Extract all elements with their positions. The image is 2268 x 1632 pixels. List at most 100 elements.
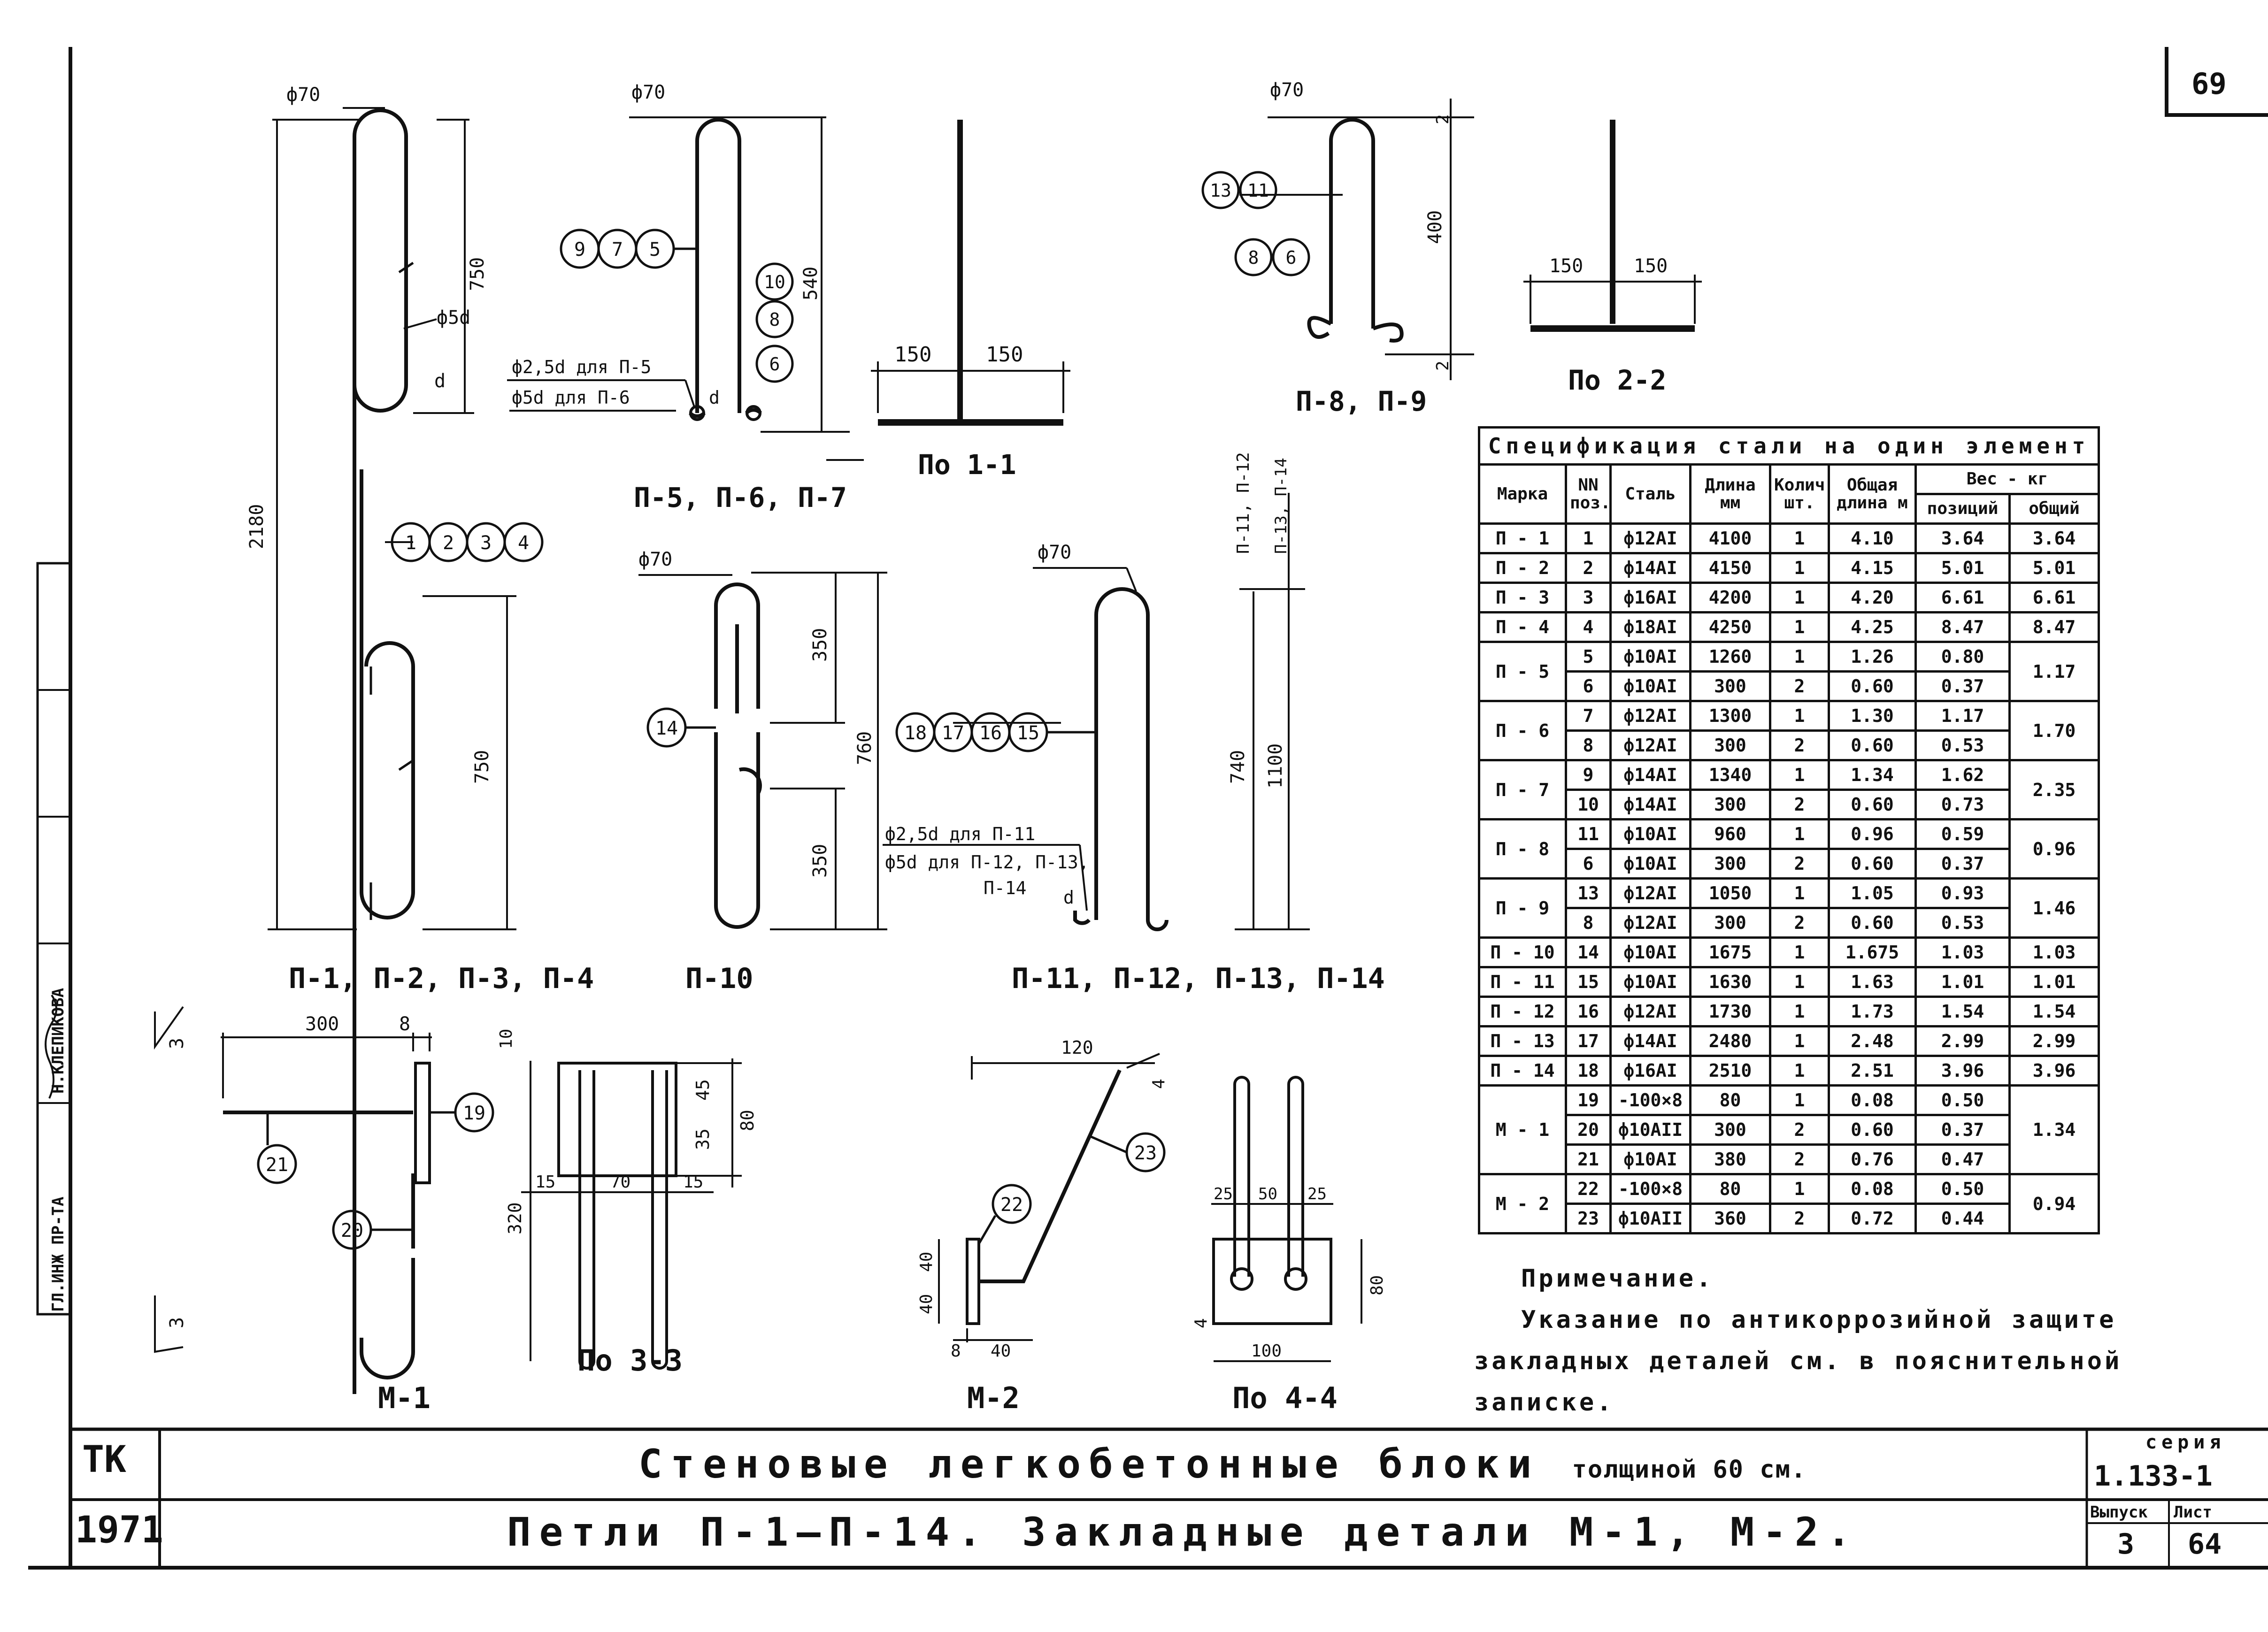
spec-quantity: 1: [1769, 936, 1830, 968]
spec-steel: ф14АI: [1609, 552, 1691, 584]
m2-dim-40a: 40: [917, 1252, 936, 1272]
spec-mark: П - 3: [1478, 582, 1567, 613]
spec-weight-position: 0.59: [1914, 818, 2011, 850]
p1-balloons: [391, 522, 544, 562]
spec-quantity: 1: [1769, 996, 1830, 1027]
spec-weight-total: 8.47: [2008, 611, 2100, 643]
section-4-4-drawing: [1211, 1076, 1362, 1362]
embed-m2-drawing: [966, 1069, 1122, 1325]
spec-quantity: 1: [1769, 759, 1830, 791]
spec-total-length: 0.76: [1828, 1143, 1917, 1175]
embed-m1-dimensions: [154, 1006, 432, 1353]
spec-steel: ф10АI: [1609, 641, 1691, 673]
spec-mark: П - 5: [1478, 641, 1567, 702]
spec-position: 19: [1565, 1084, 1612, 1116]
spec-quantity: 2: [1769, 1143, 1830, 1175]
p11-note-1: ф2,5d для П-11: [885, 824, 1035, 844]
spec-weight-total: 1.54: [2008, 996, 2100, 1027]
p11-note-3: П-14: [984, 878, 1027, 898]
spec-position: 2: [1565, 552, 1612, 584]
spec-length: 300: [1689, 848, 1771, 880]
spec-quantity: 1: [1769, 877, 1830, 909]
spec-mark: П - 10: [1478, 936, 1567, 968]
spec-steel: ф10АI: [1609, 818, 1691, 850]
spec-position: 15: [1565, 966, 1612, 998]
p8-balloon-11: 11: [1247, 180, 1269, 201]
spec-quantity: 2: [1769, 1114, 1830, 1146]
spec-length: 80: [1689, 1084, 1771, 1116]
p11-note-2: ф5d для П-12, П-13,: [885, 852, 1089, 873]
spec-length: 4200: [1689, 582, 1771, 613]
section-2-2-dim-left: 150: [1549, 255, 1583, 277]
spec-weight-position: 0.80: [1914, 641, 2011, 673]
title-block-subtitle: Петли П-1—П-14. Закладные детали М-1, М-…: [507, 1509, 1860, 1555]
spec-mark: П - 14: [1478, 1055, 1567, 1087]
spec-weight-position: 0.37: [1914, 670, 2011, 702]
spec-total-length: 0.60: [1828, 729, 1917, 761]
spec-position: 20: [1565, 1114, 1612, 1146]
spec-length: 300: [1689, 1114, 1771, 1146]
note-block: Примечание. Указание по антикоррозийной …: [1474, 1258, 2178, 1423]
spec-steel: ф12АI: [1609, 522, 1691, 554]
spec-total-length: 1.73: [1828, 996, 1917, 1027]
p1-dim-total: 2180: [246, 504, 268, 549]
main-title: Стеновые легкобетонные блоки: [638, 1441, 1540, 1487]
spec-position: 9: [1565, 759, 1612, 791]
spec-position: 8: [1565, 729, 1612, 761]
col-weight-position: позиций: [1914, 493, 2011, 525]
p5-dim-diameter: ф70: [631, 82, 665, 103]
spec-quantity: 1: [1769, 552, 1830, 584]
p11-head-a: П-11, П-12: [1234, 452, 1253, 554]
section-4-4-dim-25b: 25: [1307, 1185, 1327, 1203]
m2-balloon-23: 23: [1134, 1142, 1157, 1164]
note-text: Указание по антикоррозийной защите закла…: [1474, 1306, 2122, 1417]
spec-steel: ф16АI: [1609, 582, 1691, 613]
spec-weight-total: 3.96: [2008, 1055, 2100, 1087]
p10-balloon: [646, 707, 716, 748]
spec-steel: ф18АI: [1609, 611, 1691, 643]
spec-total-length: 0.08: [1828, 1084, 1917, 1116]
spec-length: 300: [1689, 907, 1771, 939]
p5-balloon-5: 5: [649, 239, 661, 261]
p5-balloon-6: 6: [769, 354, 780, 375]
p10-dim-350-top: 350: [809, 628, 831, 662]
p8-balloon-13: 13: [1210, 180, 1231, 201]
spec-position: 23: [1565, 1203, 1612, 1234]
m2-dim-120: 120: [1061, 1037, 1093, 1058]
issue-value: 3: [2117, 1528, 2135, 1561]
spec-weight-total: 2.35: [2008, 759, 2100, 820]
p8-balloon-6: 6: [1286, 247, 1297, 268]
spec-weight-position: 1.01: [1914, 966, 2011, 998]
col-mark: Марка: [1478, 463, 1567, 525]
spec-length: 1340: [1689, 759, 1771, 791]
spec-total-length: 0.60: [1828, 789, 1917, 820]
spec-steel: ф10АI: [1609, 848, 1691, 880]
spec-quantity: 1: [1769, 522, 1830, 554]
p5-balloons-b: [755, 262, 794, 383]
spec-position: 4: [1565, 611, 1612, 643]
spec-quantity: 1: [1769, 1025, 1830, 1057]
section-2-2-caption: По 2-2: [1568, 364, 1667, 396]
m1-balloons: [257, 1092, 494, 1250]
p8-dim-2b: 2: [1433, 360, 1453, 371]
spec-length: 960: [1689, 818, 1771, 850]
p5-balloons-a: [560, 229, 697, 269]
spec-quantity: 2: [1769, 729, 1830, 761]
spec-total-length: 1.30: [1828, 700, 1917, 732]
spec-length: 4250: [1689, 611, 1771, 643]
section-3-3-drawing: [521, 1058, 742, 1370]
spec-quantity: 2: [1769, 789, 1830, 820]
series-value: 1.133-1: [2094, 1460, 2213, 1493]
p8-balloons: [1201, 171, 1310, 276]
spec-length: 2480: [1689, 1025, 1771, 1057]
spec-weight-position: 0.53: [1914, 907, 2011, 939]
section-2-2-dim-right: 150: [1634, 255, 1668, 277]
